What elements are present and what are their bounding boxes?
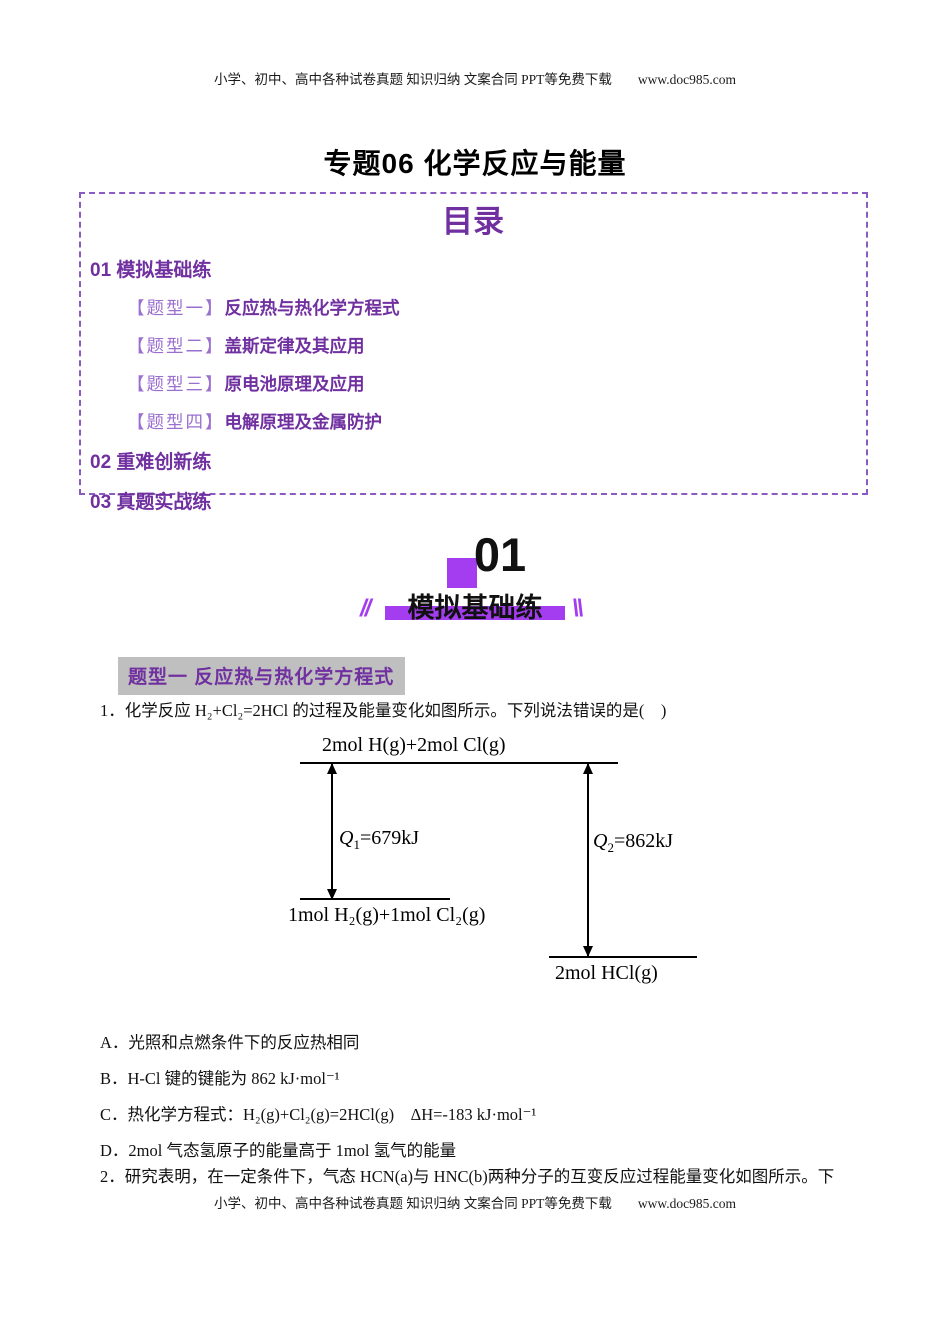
q2-subscript: 2 [607,840,614,855]
q2-double-arrow [587,764,589,956]
q1-value: =679kJ [359,827,420,849]
toc-section-03: 03 真题实战练 [90,492,212,513]
toc-title: 目录 [442,204,504,239]
toc-sub-tag: 【题型三】 [127,374,225,394]
q1-symbol: Q [339,827,354,849]
option-d: D．2mol 气态氢原子的能量高于 1mol 氢气的能量 [100,1141,457,1160]
toc-sub-tag: 【题型四】 [127,412,225,432]
toc-sub-label: 原电池原理及应用 [224,374,365,394]
toc-section-02: 02 重难创新练 [90,452,212,473]
banner-slash-left: // [360,595,371,622]
q1-energy-label: Q1=679kJ [339,827,419,853]
toc-sub-label: 盖斯定律及其应用 [224,336,365,356]
diagram-top-level-line [300,762,618,764]
toc-box: 目录 01 模拟基础练 【题型一】反应热与热化学方程式 【题型二】盖斯定律及其应… [79,192,868,513]
banner-accent-square [447,558,477,588]
q2-energy-label: Q2=862kJ [593,830,673,856]
q2-symbol: Q [593,830,608,852]
header-site-url: www.doc985.com [637,72,736,87]
question-2-text: 2．研究表明，在一定条件下，气态 HCN(a)与 HNC(b)两种分子的互变反应… [100,1167,835,1186]
page-footer: 小学、初中、高中各种试卷真题 知识归纳 文案合同 PPT等免费下载 www.doc… [0,1192,950,1212]
header-site-text: 小学、初中、高中各种试卷真题 知识归纳 文案合同 PPT等免费下载 [214,72,612,87]
toc-section-01: 01 模拟基础练 [90,260,212,281]
diagram-mid-level-line [300,898,450,900]
question-type-heading: 题型一 反应热与热化学方程式 [118,657,406,695]
question-1-text: 1．化学反应 H₂+Cl₂=2HCl 的过程及能量变化如图所示。下列说法错误的是… [100,701,667,720]
toc-sub-item-2: 【题型二】盖斯定律及其应用 [127,333,856,358]
question-1-options: A．光照和点燃条件下的反应热相同 B．H-Cl 键的键能为 862 kJ·mol… [100,1031,910,1175]
diagram-bottom-level-label: 2mol HCl(g) [555,962,658,984]
q1-subscript: 1 [353,837,360,852]
option-c: C．热化学方程式：H₂(g)+Cl₂(g)=2HCl(g) ΔH=-183 kJ… [100,1105,537,1124]
banner-section-label: 模拟基础练 [407,593,543,623]
toc-sub-item-4: 【题型四】电解原理及金属防护 [127,409,856,434]
toc-sub-label: 电解原理及金属防护 [224,412,383,432]
banner-section-number: 01 [473,528,527,581]
q2-value: =862kJ [613,830,674,852]
toc-sub-tag: 【题型一】 [127,298,225,318]
option-b: B．H-Cl 键的键能为 862 kJ·mol⁻¹ [100,1069,340,1088]
page-header: 小学、初中、高中各种试卷真题 知识归纳 文案合同 PPT等免费下载 www.doc… [0,68,950,88]
toc-sub-item-3: 【题型三】原电池原理及应用 [127,371,856,396]
toc-sub-tag: 【题型二】 [127,336,225,356]
toc-sub-item-1: 【题型一】反应热与热化学方程式 [127,295,856,320]
banner-slash-right: \\ [572,595,583,622]
footer-site-url: www.doc985.com [637,1196,736,1211]
footer-site-text: 小学、初中、高中各种试卷真题 知识归纳 文案合同 PPT等免费下载 [214,1196,612,1211]
energy-level-diagram: 2mol H(g)+2mol Cl(g) Q1=679kJ 1mol H₂(g)… [285,732,715,994]
toc-sub-label: 反应热与热化学方程式 [224,298,400,318]
diagram-bottom-level-line [549,956,697,958]
q1-double-arrow [331,764,333,899]
option-a: A．光照和点燃条件下的反应热相同 [100,1033,360,1052]
diagram-top-level-label: 2mol H(g)+2mol Cl(g) [322,734,506,756]
diagram-mid-level-label: 1mol H₂(g)+1mol Cl₂(g) [288,904,486,926]
banner-accent-bar [385,606,565,620]
doc-title: 专题06 化学反应与能量 [323,148,627,179]
